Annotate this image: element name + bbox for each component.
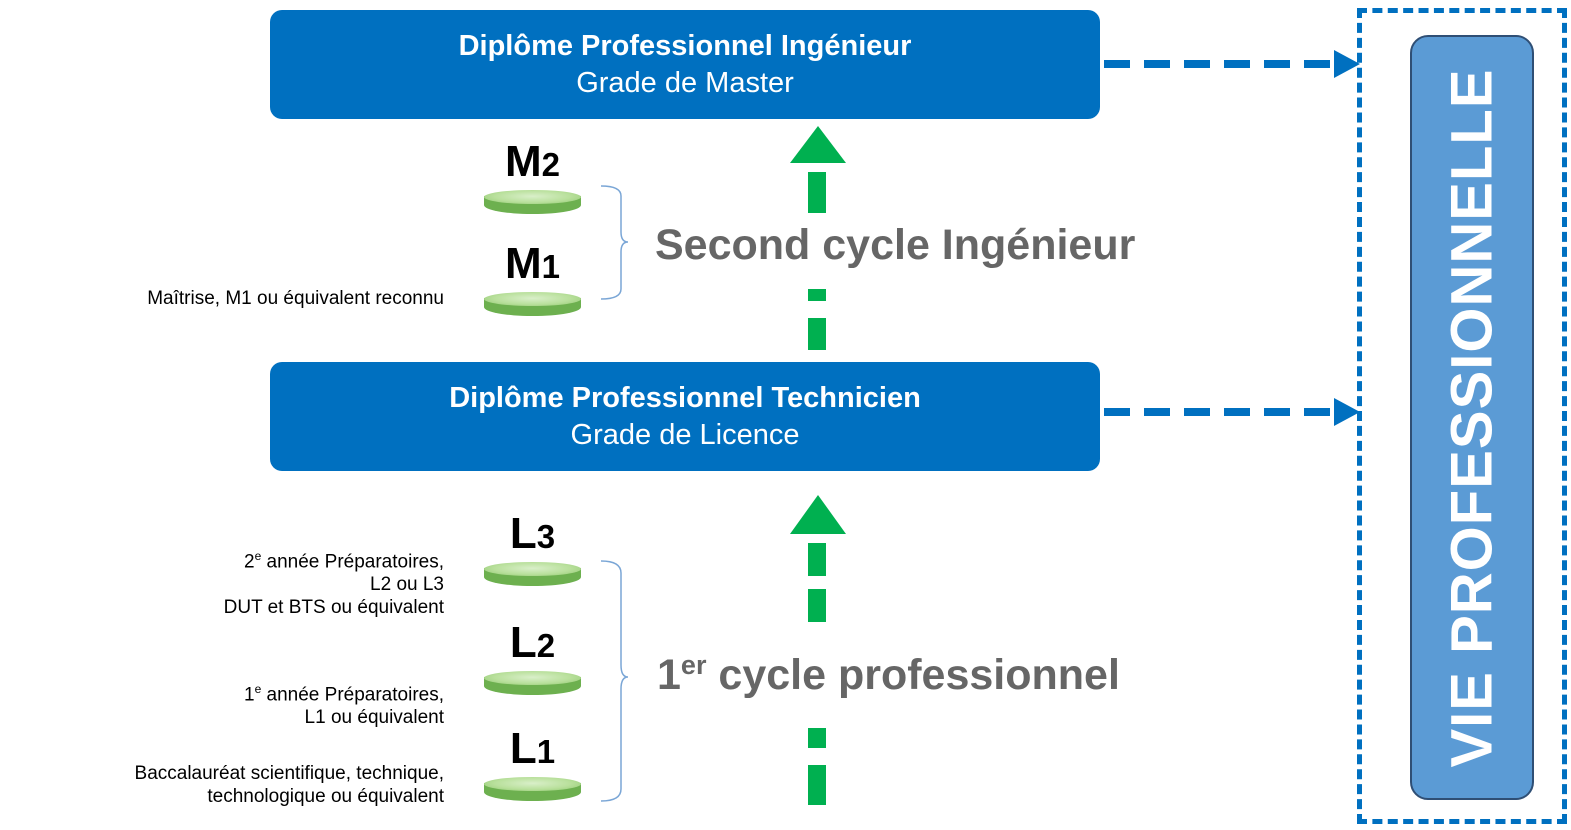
vie-professionnelle-box: VIE PROFESSIONNELLE [1410,35,1534,800]
diploma-engineer: Diplôme Professionnel Ingénieur Grade de… [270,10,1100,119]
diploma-engineer-title: Diplôme Professionnel Ingénieur [458,30,912,63]
green-arrow-lower [790,495,846,805]
level-m2-label: M2 [504,137,560,186]
brace-second-cycle [600,185,629,300]
level-l1: L1 [484,727,581,803]
level-l1-label: L1 [509,724,556,773]
cycle-second-label: Second cycle Ingénieur [655,221,1136,269]
desc-l2-line1: 1e année Préparatoires, [244,682,444,706]
level-l3-label: L3 [509,509,556,558]
level-m1-label: M1 [504,239,560,288]
desc-m1: Maîtrise, M1 ou équivalent reconnu [147,288,444,309]
level-m1-disk [484,292,581,318]
desc-l1-line2: technologique ou équivalent [207,786,444,807]
level-l2: L2 [484,621,581,697]
diploma-technician-grade: Grade de Licence [570,418,800,451]
level-l2-disk [484,671,581,697]
level-l3: L3 [484,512,581,588]
green-arrow-upper [790,126,846,350]
level-l1-disk [484,777,581,803]
desc-l3-line1: 2e année Préparatoires, [244,549,444,573]
desc-l3-line2: L2 ou L3 [370,574,444,596]
vie-professionnelle-frame [1357,8,1567,824]
desc-l3: 2e année Préparatoires, L2 ou L3 DUT et … [224,545,444,619]
desc-l1-line1: Baccalauréat scientifique, technique, [134,763,444,784]
diploma-technician: Diplôme Professionnel Technicien Grade d… [270,362,1100,471]
dashed-arrow-technician [1104,398,1360,426]
diploma-engineer-grade: Grade de Master [576,66,794,99]
level-m2-disk [484,190,581,216]
diploma-technician-title: Diplôme Professionnel Technicien [449,382,921,415]
desc-l2-line2: L1 ou équivalent [304,707,444,729]
desc-l3-line3: DUT et BTS ou équivalent [223,597,444,619]
level-l3-disk [484,562,581,588]
vie-professionnelle-label: VIE PROFESSIONNELLE [1439,68,1505,767]
desc-l1: Baccalauréat scientifique, technique, te… [135,762,444,808]
level-m1: M1 [484,242,581,318]
dashed-arrow-engineer [1104,50,1360,78]
desc-l2: 1e année Préparatoires, L1 ou équivalent [244,678,444,729]
level-m2: M2 [484,140,581,216]
cycle-first-label: 1er cycle professionnel [657,650,1120,699]
level-l2-label: L2 [509,618,556,667]
brace-first-cycle [600,560,629,802]
